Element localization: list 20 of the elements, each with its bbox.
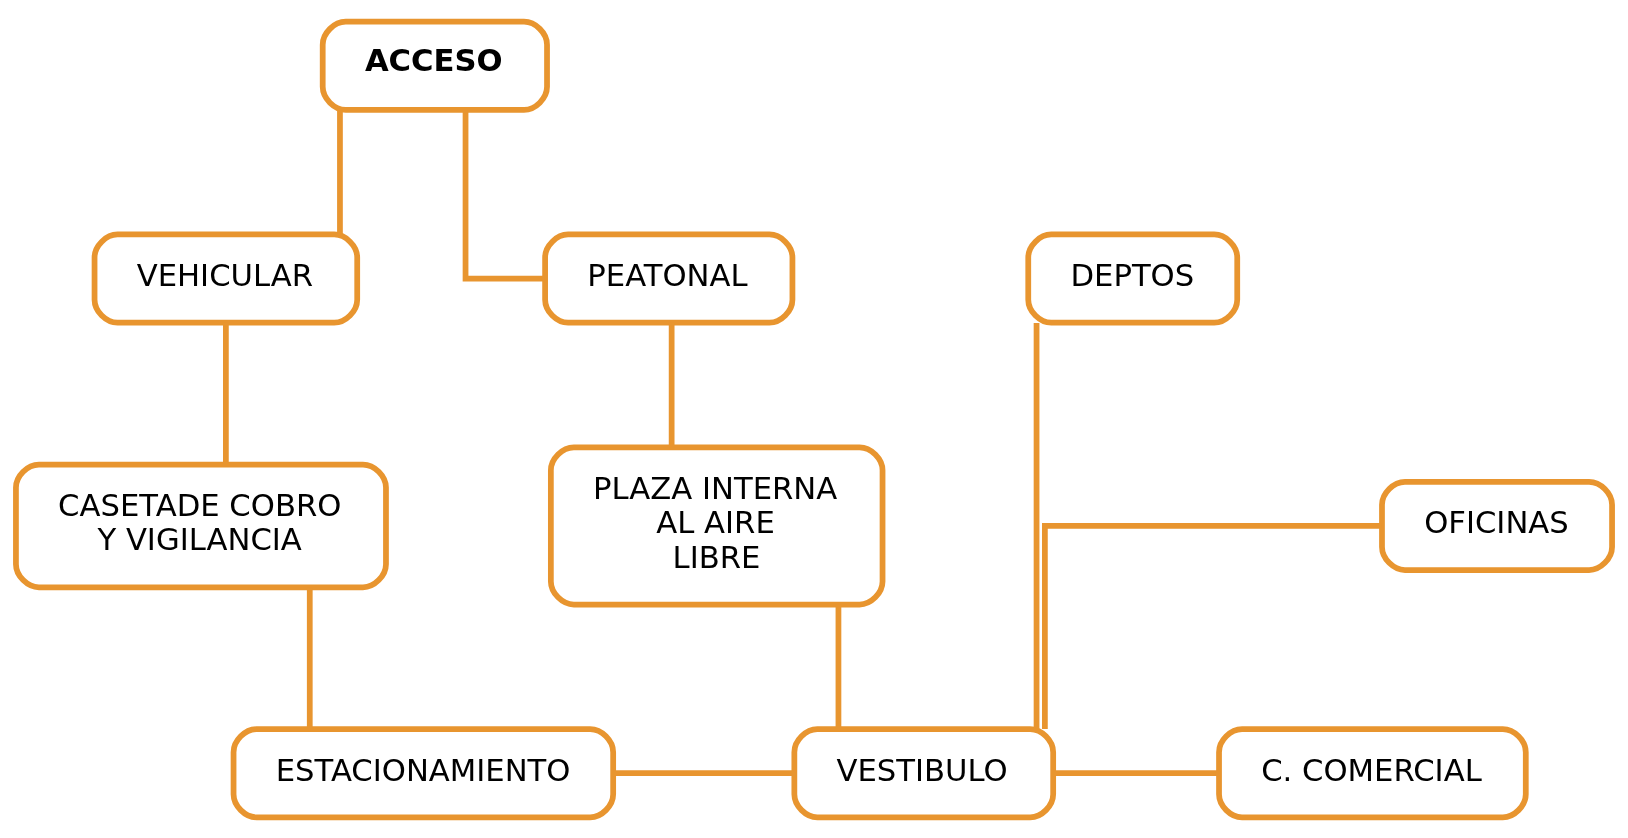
connector [1053, 769, 1219, 776]
connector [835, 604, 842, 729]
connector [462, 109, 545, 281]
node-box: ESTACIONAMIENTO [230, 725, 617, 820]
connector [223, 322, 229, 464]
connector [1033, 322, 1040, 728]
connector [1042, 522, 1382, 729]
connector [613, 769, 794, 776]
node-box: CASETADE COBRO Y VIGILANCIA [13, 461, 389, 590]
node-box: DEPTOS [1025, 231, 1241, 326]
connector [306, 587, 313, 729]
connector [337, 109, 343, 234]
node-box: OFICINAS [1379, 478, 1615, 573]
node-box: C. COMERCIAL [1216, 725, 1529, 820]
node-box: PEATONAL [542, 231, 796, 326]
node-box: PLAZA INTERNA AL AIRE LIBRE [548, 443, 886, 607]
node-box: VESTIBULO [791, 725, 1057, 820]
node-box: ACCESO [319, 18, 550, 113]
connector [668, 322, 675, 447]
node-box: VEHICULAR [91, 231, 361, 326]
